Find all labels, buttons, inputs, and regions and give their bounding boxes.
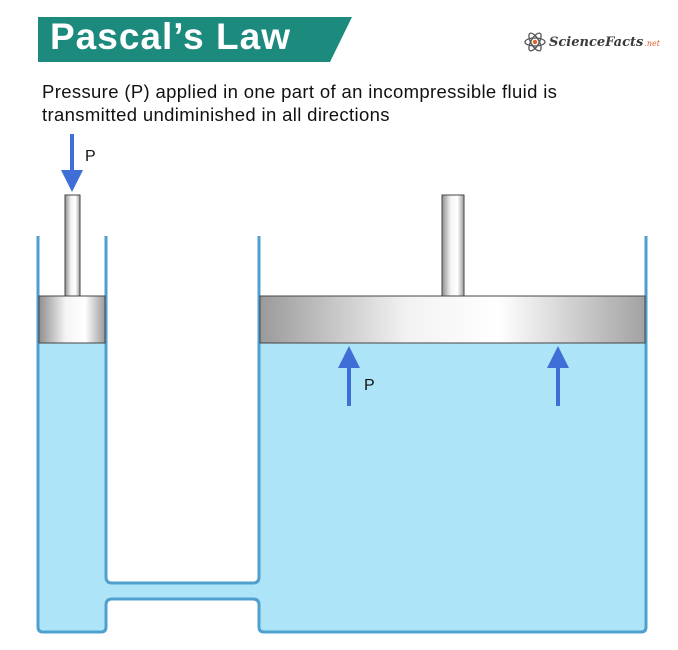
sciencefacts-logo: ScienceFacts .net: [524, 31, 660, 53]
atom-icon: [524, 32, 546, 52]
fluid-body: [38, 343, 646, 632]
description-line-2: transmitted undiminished in all directio…: [42, 104, 390, 125]
title-banner-shape: [38, 17, 352, 62]
connecting-tube-top-wall: [104, 236, 261, 585]
logo-brand-text: ScienceFacts: [549, 34, 644, 50]
law-description: Pressure (P) applied in one part of an i…: [42, 80, 662, 126]
pressure-arrow-right: [547, 346, 569, 406]
large-piston: [259, 295, 646, 344]
input-force-arrow: [61, 134, 83, 192]
logo-tld-text: .net: [644, 38, 660, 48]
small-piston: [38, 295, 106, 344]
pressure-arrow-left: [338, 346, 360, 406]
description-line-1: Pressure (P) applied in one part of an i…: [42, 81, 558, 102]
title-banner: [38, 17, 352, 62]
container-wall: [36, 236, 648, 634]
small-piston-rod: [64, 194, 81, 297]
page-title: Pascal’s Law: [50, 16, 291, 57]
large-piston-rod: [441, 194, 465, 297]
input-force-label: P: [85, 148, 96, 165]
pressure-label: P: [364, 377, 375, 394]
